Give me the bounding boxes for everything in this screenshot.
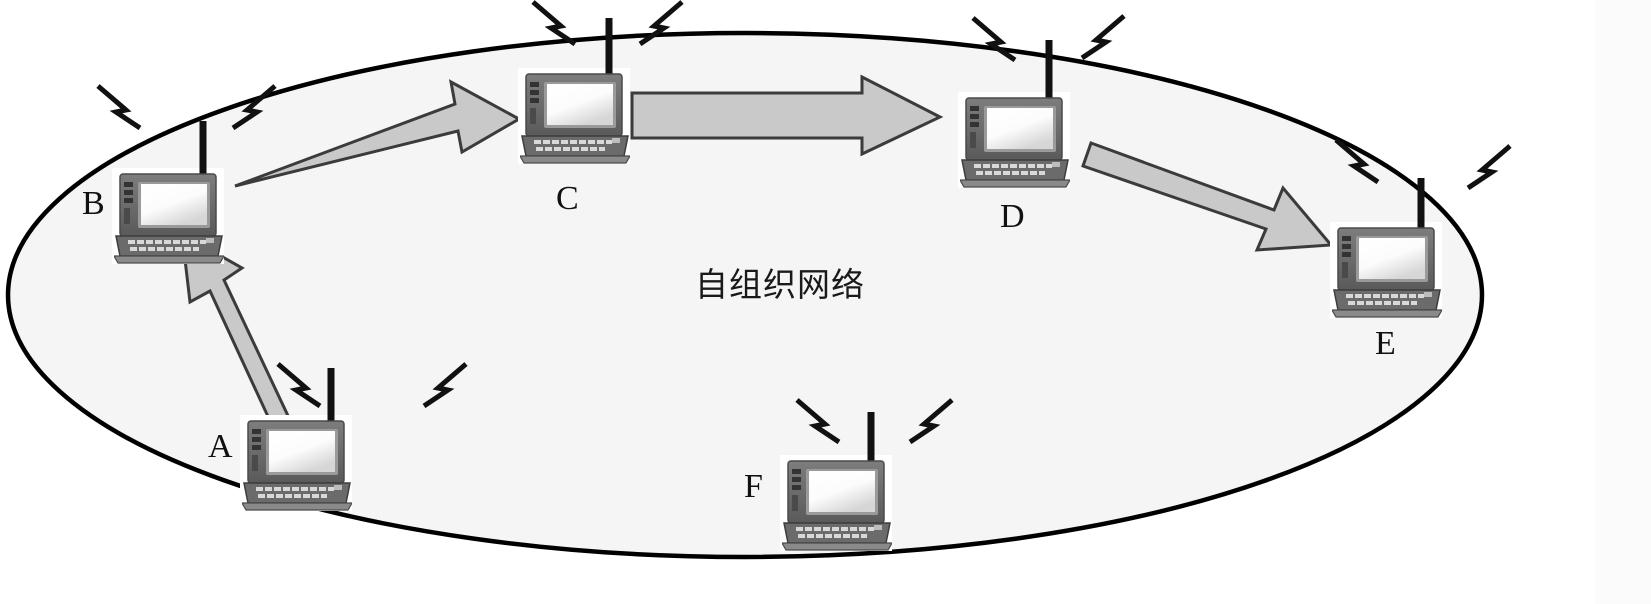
node-label-b: B (82, 185, 105, 222)
laptop-icon-d (960, 97, 1070, 188)
node-label-a: A (208, 428, 233, 465)
signal-icon-c-left (533, 2, 575, 44)
arrow-b-to-c (234, 79, 523, 188)
laptop-icon-e (1332, 227, 1442, 318)
node-a[interactable] (240, 364, 466, 511)
node-label-d: D (1000, 198, 1025, 235)
node-f[interactable] (780, 400, 952, 551)
laptop-icon-f (782, 460, 892, 551)
node-label-c: C (556, 180, 579, 217)
laptop-icon-c (520, 73, 630, 164)
laptop-icon-a (242, 420, 352, 511)
node-label-f: F (744, 468, 763, 505)
node-b[interactable] (98, 86, 275, 264)
signal-icon-b-left (98, 86, 140, 128)
laptop-icon-b (114, 173, 224, 264)
signal-icon-d-right (1082, 16, 1124, 58)
node-e[interactable] (1330, 140, 1510, 318)
node-d[interactable] (958, 16, 1124, 188)
node-c[interactable] (518, 2, 682, 164)
signal-icon-e-right (1468, 146, 1510, 188)
arrow-c-to-d (630, 74, 944, 157)
node-label-e: E (1375, 325, 1396, 362)
network-title: 自组织网络 (695, 265, 865, 304)
right-margin-panel (1595, 0, 1651, 604)
arrow-d-to-e (1081, 141, 1335, 252)
